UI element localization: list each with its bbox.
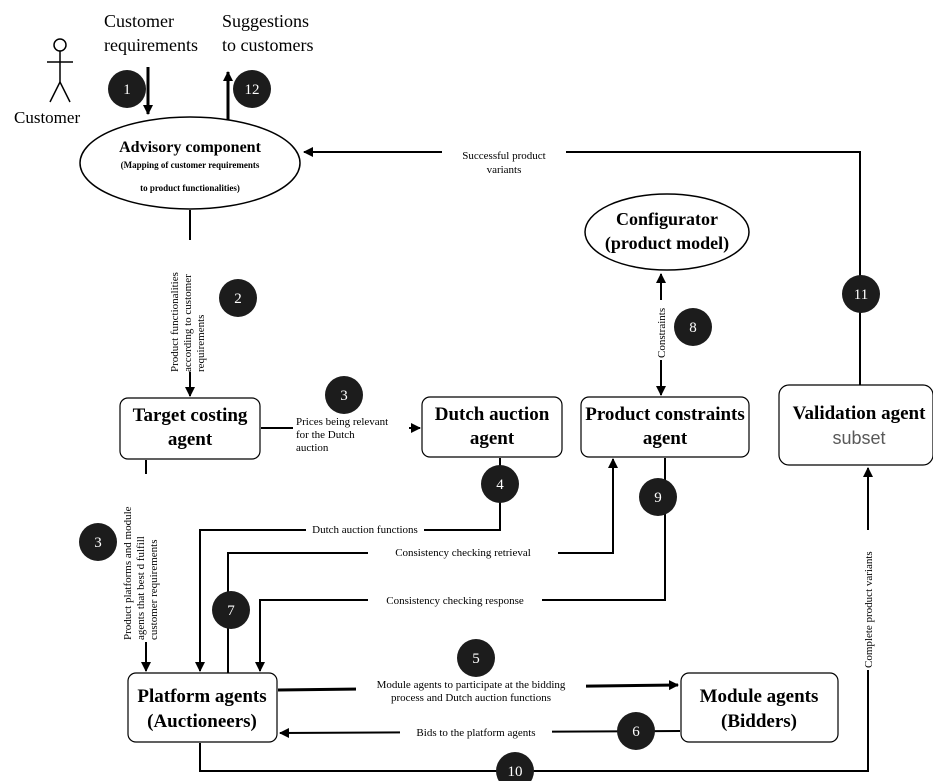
svg-text:Product platforms and module: Product platforms and module (122, 506, 134, 640)
configurator-line-2: (product model) (605, 233, 729, 254)
svg-text:Product functionalities: Product functionalities (169, 272, 181, 372)
bids-label: Bids to the platform agents (416, 727, 535, 739)
customer-requirements-label-2: requirements (104, 35, 198, 55)
step-badge-9: 9 (639, 478, 677, 516)
validation-title: Validation agent (793, 403, 927, 424)
svg-text:4: 4 (496, 477, 504, 493)
platform-line-1: Platform agents (137, 686, 266, 707)
product-constraints-line-2: agent (643, 428, 688, 449)
consistency-retrieval-label: Consistency checking retrieval (395, 547, 531, 559)
svg-text:10: 10 (508, 764, 523, 780)
customer-label: Customer (14, 108, 80, 127)
step-badge-12: 12 (233, 70, 271, 108)
label-bg (356, 677, 586, 707)
label-bg (119, 474, 175, 642)
dutch-auction-node (421, 396, 563, 458)
step-badge-3a: 3 (325, 376, 363, 414)
label-bg (293, 413, 409, 457)
product-constraints-node (580, 396, 750, 458)
svg-text:8: 8 (689, 320, 697, 336)
advisory-subtitle-1: (Mapping of customer requirements (121, 160, 260, 170)
svg-text:12: 12 (245, 82, 260, 98)
step-badge-6: 6 (617, 712, 655, 750)
platform-agents-node (127, 672, 278, 743)
label-bg (160, 240, 218, 372)
svg-text:11: 11 (854, 287, 868, 303)
configurator-line-1: Configurator (616, 209, 718, 229)
step-badge-3b: 3 (79, 523, 117, 561)
svg-text:customer requirements: customer requirements (148, 540, 160, 641)
validation-agent-node (778, 384, 933, 466)
platforms-modules-label: Product platforms and module agents that… (122, 506, 160, 640)
edge-consistency-retrieval (227, 458, 618, 673)
customer-requirements-label-1: Customer (104, 11, 174, 31)
step-badge-2: 2 (219, 279, 257, 317)
module-line-1: Module agents (700, 686, 819, 707)
advisory-component-node (79, 116, 301, 210)
svg-text:agents that best d fulfill: agents that best d fulfill (135, 536, 147, 640)
target-costing-node (119, 397, 261, 460)
advisory-title: Advisory component (119, 139, 261, 156)
svg-text:6: 6 (632, 724, 640, 740)
edge-consistency-response (255, 458, 666, 672)
label-bg (368, 592, 542, 607)
dutch-auction-line-2: agent (470, 428, 515, 449)
step-badge-4: 4 (481, 465, 519, 503)
suggestions-label-2: to customers (222, 35, 314, 55)
dutch-functions-label: Dutch auction functions (312, 524, 418, 536)
step-badge-11: 11 (842, 275, 880, 313)
customer-actor-icon (47, 38, 73, 103)
svg-text:requirements: requirements (195, 315, 207, 372)
step-badge-1: 1 (108, 70, 146, 108)
step-badge-10: 10 (496, 752, 534, 781)
prices-label-1: Prices being relevant (296, 416, 388, 428)
step-badge-7: 7 (212, 591, 250, 629)
advisory-subtitle-2: to product functionalities) (140, 183, 240, 193)
prices-label-3: auction (296, 442, 329, 454)
svg-text:3: 3 (94, 535, 102, 551)
svg-text:3: 3 (340, 388, 348, 404)
validation-subtitle: subset (832, 428, 885, 448)
configurator-node (584, 193, 750, 271)
label-bg (400, 725, 552, 740)
edge-successful-variants (303, 147, 861, 385)
prices-label-2: for the Dutch (296, 429, 355, 441)
dutch-auction-line-1: Dutch auction (435, 404, 550, 425)
label-bg (306, 522, 424, 537)
step-badge-5: 5 (457, 639, 495, 677)
suggestions-label-1: Suggestions (222, 11, 309, 31)
target-costing-line-1: Target costing (133, 405, 248, 426)
participate-label-2: process and Dutch auction functions (391, 692, 551, 704)
participate-label-1: Module agents to participate at the bidd… (377, 679, 566, 691)
label-bg (442, 147, 566, 179)
svg-text:5: 5 (472, 651, 480, 667)
svg-text:7: 7 (227, 603, 235, 619)
svg-text:1: 1 (123, 82, 131, 98)
module-agents-node (680, 672, 839, 743)
edge-dutch-functions (195, 458, 501, 672)
product-constraints-line-1: Product constraints (585, 404, 745, 425)
complete-variants-label: Complete product variants (863, 551, 875, 668)
step-badge-8: 8 (674, 308, 712, 346)
target-costing-line-2: agent (168, 429, 213, 450)
svg-text:2: 2 (234, 291, 242, 307)
label-bg (860, 530, 876, 670)
constraints-label: Constraints (656, 308, 668, 358)
label-bg (654, 300, 668, 360)
consistency-response-label: Consistency checking response (386, 595, 524, 607)
svg-text:according to customer: according to customer (182, 274, 194, 372)
label-bg (368, 545, 558, 560)
platform-line-2: (Auctioneers) (147, 711, 257, 732)
functionalities-label: Product functionalities according to cus… (169, 272, 207, 372)
successful-label-1: Successful product (462, 150, 545, 162)
svg-text:9: 9 (654, 490, 662, 506)
successful-label-2: variants (487, 164, 522, 176)
module-line-2: (Bidders) (721, 711, 797, 732)
